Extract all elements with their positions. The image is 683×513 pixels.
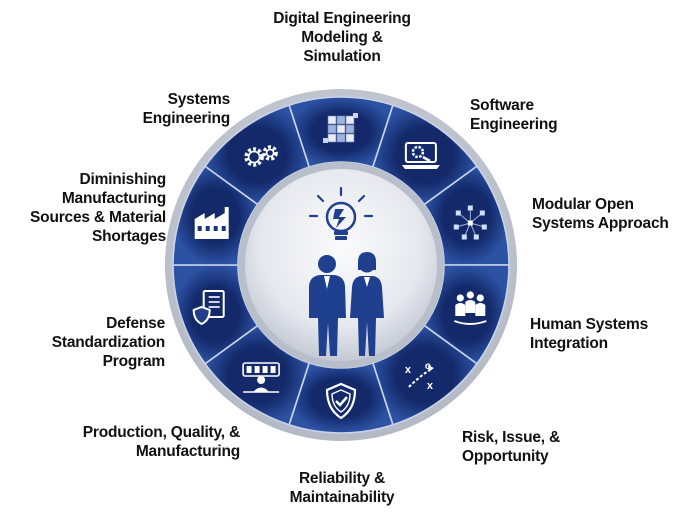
segment-label: Risk, Issue, & Opportunity xyxy=(462,428,612,466)
segment-label-line: Human Systems xyxy=(530,316,649,333)
segment-label-line: Simulation xyxy=(303,48,381,65)
svg-text:o: o xyxy=(425,361,431,372)
segment-label-line: Modular Open xyxy=(532,196,634,213)
shield-check-icon xyxy=(325,382,357,420)
team-people-icon xyxy=(453,291,487,325)
segment-label-line: Systems xyxy=(167,91,231,108)
segment-label-line: Sources & Material xyxy=(30,209,166,226)
segment-label-line: Risk, Issue, & xyxy=(462,429,560,446)
wheel-segment xyxy=(203,104,311,206)
segment-label-line: Digital Engineering xyxy=(273,10,411,27)
svg-text:x: x xyxy=(427,380,434,392)
segment-label-line: Modeling & xyxy=(301,29,383,46)
segment-label-line: Production, Quality, & xyxy=(82,424,240,441)
factory-icon xyxy=(194,207,229,239)
svg-text:x: x xyxy=(405,364,412,376)
hub-center xyxy=(245,169,437,361)
3d-cube-modeling-icon xyxy=(323,113,358,143)
segment-label-line: Systems Approach xyxy=(532,215,669,232)
segment-label-line: Maintainability xyxy=(289,489,395,506)
segment-label-line: Diminishing xyxy=(79,171,167,188)
segment-label-line: Defense xyxy=(106,315,165,332)
segment-label-line: Reliability & xyxy=(298,470,386,487)
segment-label-line: Engineering xyxy=(470,116,558,133)
segment-label-line: Manufacturing xyxy=(61,190,166,207)
network-nodes-icon xyxy=(453,205,487,240)
segment-label-line: Software xyxy=(470,97,534,114)
people-with-lightbulb-icon xyxy=(308,186,384,356)
segment-label-line: Integration xyxy=(530,335,608,352)
segment-label-line: Standardization xyxy=(51,334,165,351)
laptop-gear-icon xyxy=(401,142,440,169)
segment-label-line: Engineering xyxy=(142,110,231,127)
segment-label: Reliability & Maintainability xyxy=(270,469,414,507)
segment-label: Production, Quality, & Manufacturing xyxy=(40,423,240,461)
production-line-icon xyxy=(242,362,280,393)
gears-icon xyxy=(244,145,278,167)
segment-label-line: Manufacturing xyxy=(135,443,240,460)
segment-label-line: Program xyxy=(102,353,166,370)
segment-label-line: Shortages xyxy=(92,228,166,245)
segment-label-line: Opportunity xyxy=(462,448,549,465)
document-shield-icon xyxy=(192,290,225,326)
